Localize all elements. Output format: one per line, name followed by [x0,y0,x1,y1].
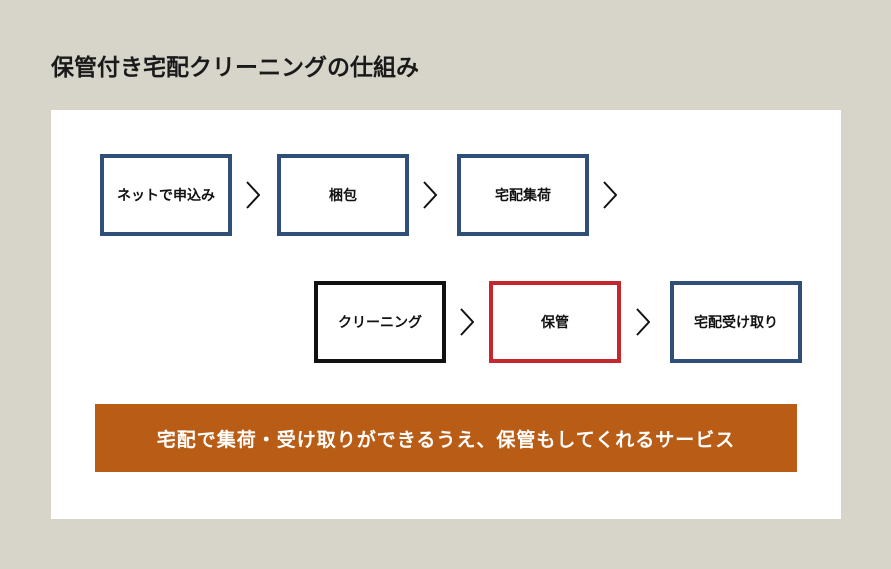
chevron-right-icon [423,181,437,209]
step-cleaning: クリーニング [314,281,446,363]
step-label: 梱包 [329,188,357,204]
summary-banner: 宅配で集荷・受け取りができるうえ、保管もしてくれるサービス [95,404,797,472]
chevron-right-icon [636,308,650,336]
step-packing: 梱包 [277,154,409,236]
page-title: 保管付き宅配クリーニングの仕組み [51,55,419,81]
chevron-right-icon [460,308,474,336]
step-label: クリーニング [338,315,422,331]
step-label: 保管 [541,315,569,331]
step-pickup: 宅配集荷 [457,154,589,236]
chevron-right-icon [603,181,617,209]
chevron-right-icon [246,181,260,209]
step-delivery: 宅配受け取り [670,281,802,363]
step-label: ネットで申込み [117,188,215,204]
step-label: 宅配受け取り [694,315,778,331]
step-apply-online: ネットで申込み [100,154,232,236]
step-label: 宅配集荷 [495,188,551,204]
step-storage: 保管 [489,281,621,363]
